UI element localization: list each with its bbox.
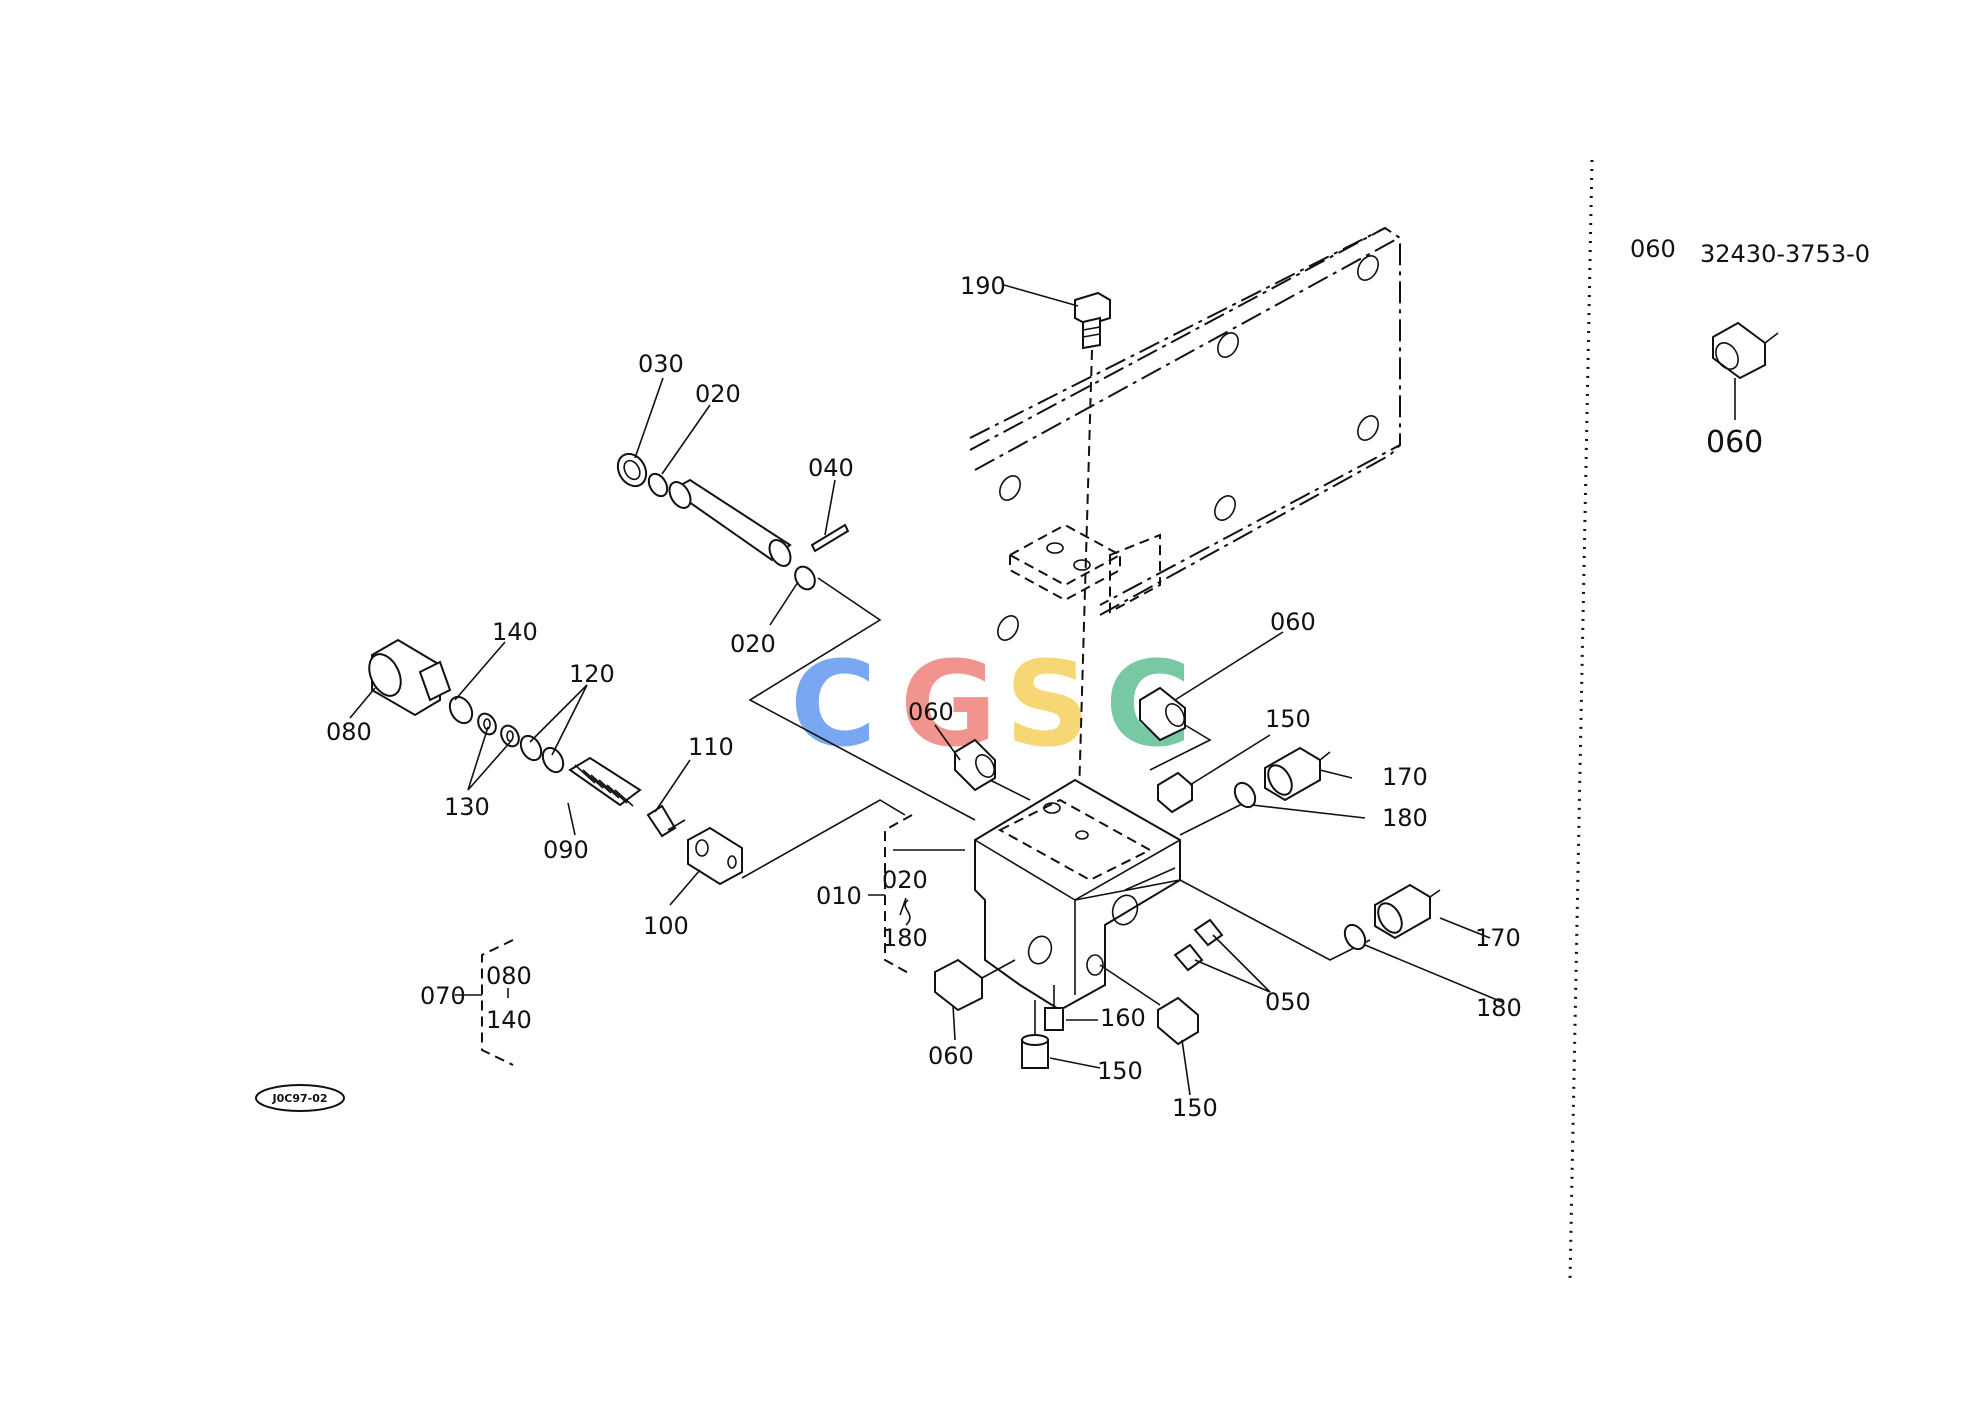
bracket-070 xyxy=(481,939,514,1066)
callout-020-lower: 020 xyxy=(730,630,776,658)
watermark-letter-1: C xyxy=(790,635,877,773)
plugs-050 xyxy=(1173,918,1224,972)
callout-050: 050 xyxy=(1265,988,1311,1016)
callout-010: 010 xyxy=(816,882,862,910)
reference-block: 060 32430-3753-0 060 xyxy=(1630,235,1870,460)
range-tilde xyxy=(904,899,911,926)
reference-plug-060 xyxy=(1712,321,1779,420)
relief-valve-stack xyxy=(368,638,906,886)
callout-020-range: 020 xyxy=(882,866,928,894)
callout-180-range: 180 xyxy=(882,924,928,952)
callout-110: 110 xyxy=(688,733,734,761)
mounting-plate xyxy=(969,226,1401,641)
watermark: C G S C xyxy=(790,635,1192,773)
plug-060-lower xyxy=(934,958,1016,1012)
callout-140: 140 xyxy=(492,618,538,646)
reference-callout: 060 xyxy=(1706,425,1763,460)
callout-150-lower-right: 150 xyxy=(1172,1094,1218,1122)
callout-060-mid: 060 xyxy=(908,698,954,726)
callout-160: 160 xyxy=(1100,1004,1146,1032)
plug-150-lower-left xyxy=(1021,1000,1049,1069)
callout-140-range: 140 xyxy=(486,1006,532,1034)
plug-150-upper xyxy=(1157,771,1193,814)
bolt-190 xyxy=(1074,291,1111,831)
plug-060-mid xyxy=(954,738,1031,801)
callout-070: 070 xyxy=(420,982,466,1010)
watermark-letter-3: S xyxy=(1005,635,1090,773)
callout-120: 120 xyxy=(569,660,615,688)
plug-160 xyxy=(1044,985,1064,1031)
valve-body-010 xyxy=(974,778,1371,1012)
figure-code-badge xyxy=(255,1084,345,1112)
reference-part-number: 32430-3753-0 xyxy=(1700,240,1870,268)
reference-index: 060 xyxy=(1630,235,1676,263)
callout-130: 130 xyxy=(444,793,490,821)
bracket-010 xyxy=(884,814,913,976)
callout-170-lower: 170 xyxy=(1475,924,1521,952)
figure-code: J0C97-02 xyxy=(272,1092,328,1105)
plug-060-upper xyxy=(1139,686,1212,771)
fitting-170-lower xyxy=(1343,883,1441,951)
callout-180-upper: 180 xyxy=(1382,804,1428,832)
fitting-170-upper xyxy=(1233,746,1331,809)
spool-assembly xyxy=(616,452,976,821)
callout-190: 190 xyxy=(960,272,1006,300)
callout-150-upper: 150 xyxy=(1265,705,1311,733)
separator-dotted-line xyxy=(1568,159,1594,1281)
callout-080-range: 080 xyxy=(486,962,532,990)
callout-180-lower: 180 xyxy=(1476,994,1522,1022)
callout-150-lower-left: 150 xyxy=(1097,1057,1143,1085)
callout-labels: 190 030 020 040 020 140 120 080 110 130 … xyxy=(326,272,1522,1122)
callout-030: 030 xyxy=(638,350,684,378)
plug-150-lower-right xyxy=(1099,964,1199,1046)
callout-040: 040 xyxy=(808,454,854,482)
leader-lines xyxy=(349,284,1503,1096)
callout-060-upper: 060 xyxy=(1270,608,1316,636)
callout-020-upper: 020 xyxy=(695,380,741,408)
callout-080: 080 xyxy=(326,718,372,746)
callout-100: 100 xyxy=(643,912,689,940)
callout-060-lower: 060 xyxy=(928,1042,974,1070)
callout-090: 090 xyxy=(543,836,589,864)
callout-170-upper: 170 xyxy=(1382,763,1428,791)
